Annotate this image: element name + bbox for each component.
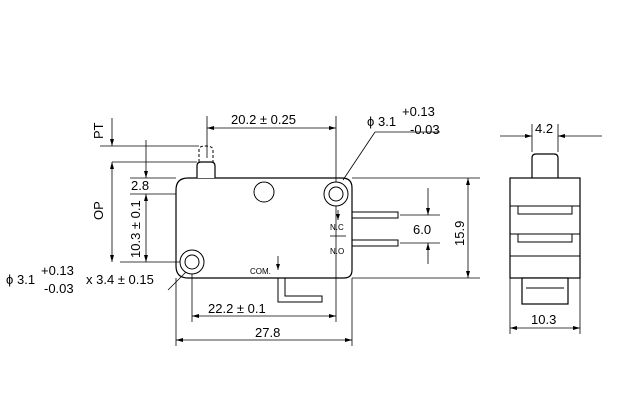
pt-label: PT — [91, 122, 106, 139]
dim-2-8-label: 2.8 — [131, 178, 149, 193]
hole-top-diameter: 3.1 — [378, 114, 396, 129]
hole-spec-top: ϕ 3.1 +0.13 -0.03 — [342, 104, 440, 181]
hole-left-phi: ϕ — [6, 272, 13, 287]
dim-terminal-pitch-label: 6.0 — [413, 222, 431, 237]
dim-top-spacing: 20.2 ± 0.25 — [206, 112, 337, 182]
hole-left-diameter: 3.1 — [17, 272, 35, 287]
terminal-no-label: N.O — [330, 247, 344, 256]
dim-terminal-pitch: 6.0 — [400, 188, 440, 264]
dim-height-label: 15.9 — [452, 221, 467, 246]
dim-2-8: 2.8 — [130, 140, 176, 262]
dim-body-width: 10.3 — [509, 278, 581, 334]
dim-com-position: 22.2 ± 0.1 — [191, 206, 337, 322]
dim-plunger-width: 4.2 — [500, 121, 602, 152]
dim-vertical-hole-label: 10.3 ± 0.1 — [128, 200, 143, 258]
hole-left-slot: x 3.4 ± 0.15 — [86, 272, 154, 287]
switch-body-front — [175, 145, 399, 303]
switch-body-side — [509, 153, 581, 305]
terminal-com-label: COM. — [250, 267, 271, 276]
op-label: OP — [91, 201, 106, 220]
hole-top-phi: ϕ — [367, 114, 374, 129]
terminal-nc-label: N.C — [330, 223, 344, 232]
dim-height: 15.9 — [352, 177, 480, 279]
dim-body-width-label: 10.3 — [531, 312, 556, 327]
dim-overall-length-label: 27.8 — [255, 325, 280, 340]
hole-top-tol-minus: -0.03 — [410, 122, 440, 137]
hole-spec-left: ϕ 3.1 +0.13 -0.03 x 3.4 ± 0.15 — [6, 263, 187, 296]
hole-top-tol-plus: +0.13 — [402, 104, 435, 119]
dim-vertical-hole: 10.3 ± 0.1 — [120, 200, 180, 263]
dim-top-spacing-label: 20.2 ± 0.25 — [231, 112, 296, 127]
hole-left-tol-plus: +0.13 — [41, 263, 74, 278]
dim-com-position-label: 22.2 ± 0.1 — [208, 301, 266, 316]
dim-plunger-width-label: 4.2 — [535, 121, 553, 136]
terminal-labels: N.C N.O COM. — [250, 210, 346, 276]
dim-pt-op: PT OP — [91, 118, 199, 262]
hole-left-tol-minus: -0.03 — [44, 281, 74, 296]
dim-overall-length: 27.8 — [175, 278, 353, 346]
